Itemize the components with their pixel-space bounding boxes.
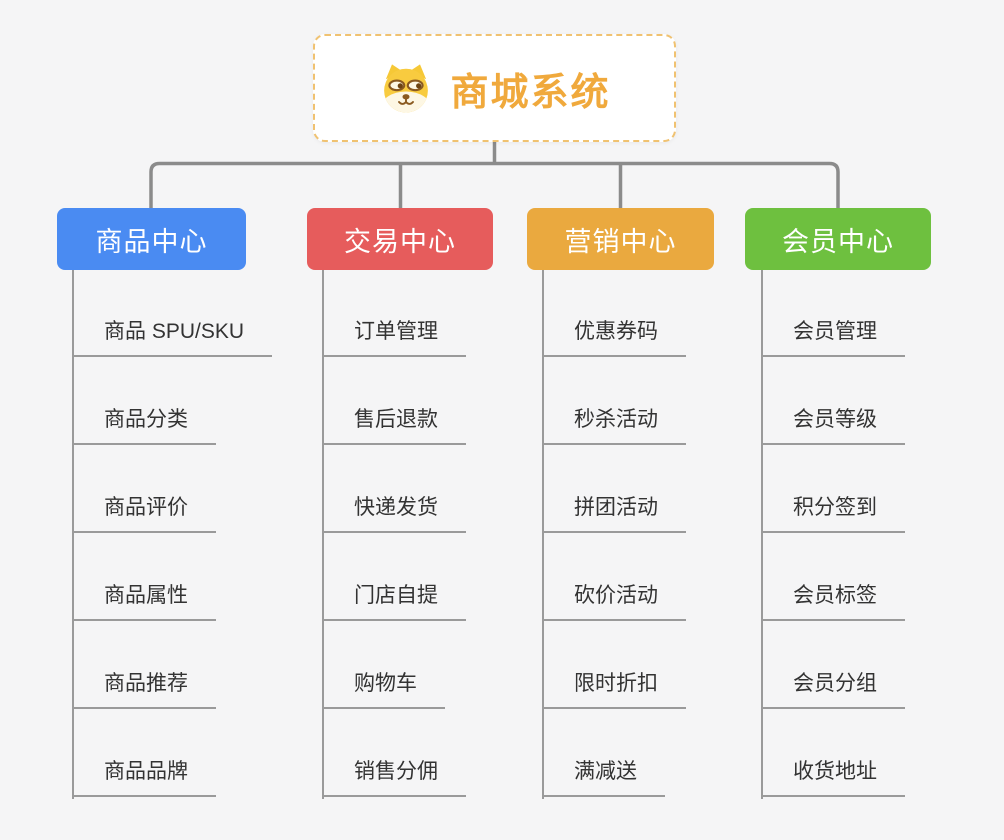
leaf-node[interactable]: 售后退款 <box>324 403 466 445</box>
leaf-node[interactable]: 会员等级 <box>763 403 905 445</box>
leaf-node[interactable]: 销售分佣 <box>324 755 466 797</box>
leaf-node[interactable]: 砍价活动 <box>544 579 686 621</box>
leaf-node[interactable]: 限时折扣 <box>544 667 686 709</box>
branch-header-product-center[interactable]: 商品中心 <box>57 208 246 270</box>
branch-items-trade-center: 订单管理 售后退款 快递发货 门店自提 购物车 销售分佣 <box>322 270 466 799</box>
leaf-node[interactable]: 会员分组 <box>763 667 905 709</box>
branch-header-member-center[interactable]: 会员中心 <box>745 208 931 270</box>
leaf-node[interactable]: 秒杀活动 <box>544 403 686 445</box>
branch-header-marketing-center[interactable]: 营销中心 <box>527 208 714 270</box>
branch-items-member-center: 会员管理 会员等级 积分签到 会员标签 会员分组 收货地址 <box>761 270 905 799</box>
root-topic-title: 商城系统 <box>450 71 611 114</box>
root-topic[interactable]: 商城系统 <box>313 34 676 142</box>
leaf-node[interactable]: 商品推荐 <box>74 667 216 709</box>
leaf-node[interactable]: 门店自提 <box>324 579 466 621</box>
leaf-node[interactable]: 拼团活动 <box>544 491 686 533</box>
leaf-node[interactable]: 购物车 <box>324 667 445 709</box>
dog-face-icon <box>384 64 429 113</box>
leaf-node[interactable]: 商品属性 <box>74 579 216 621</box>
branch-items-product-center: 商品 SPU/SKU 商品分类 商品评价 商品属性 商品推荐 商品品牌 <box>72 270 273 799</box>
leaf-node[interactable]: 商品分类 <box>74 403 216 445</box>
branch-header-trade-center[interactable]: 交易中心 <box>307 208 493 270</box>
leaf-node[interactable]: 会员标签 <box>763 579 905 621</box>
leaf-node[interactable]: 收货地址 <box>763 755 905 797</box>
leaf-node[interactable]: 商品 SPU/SKU <box>74 315 273 357</box>
leaf-node[interactable]: 快递发货 <box>324 491 466 533</box>
leaf-node[interactable]: 会员管理 <box>763 315 905 357</box>
leaf-node[interactable]: 订单管理 <box>324 315 466 357</box>
leaf-node[interactable]: 积分签到 <box>763 491 905 533</box>
branch-items-marketing-center: 优惠券码 秒杀活动 拼团活动 砍价活动 限时折扣 满减送 <box>542 270 686 799</box>
leaf-node[interactable]: 满减送 <box>544 755 665 797</box>
leaf-node[interactable]: 商品品牌 <box>74 755 216 797</box>
leaf-node[interactable]: 优惠券码 <box>544 315 686 357</box>
leaf-node[interactable]: 商品评价 <box>74 491 216 533</box>
